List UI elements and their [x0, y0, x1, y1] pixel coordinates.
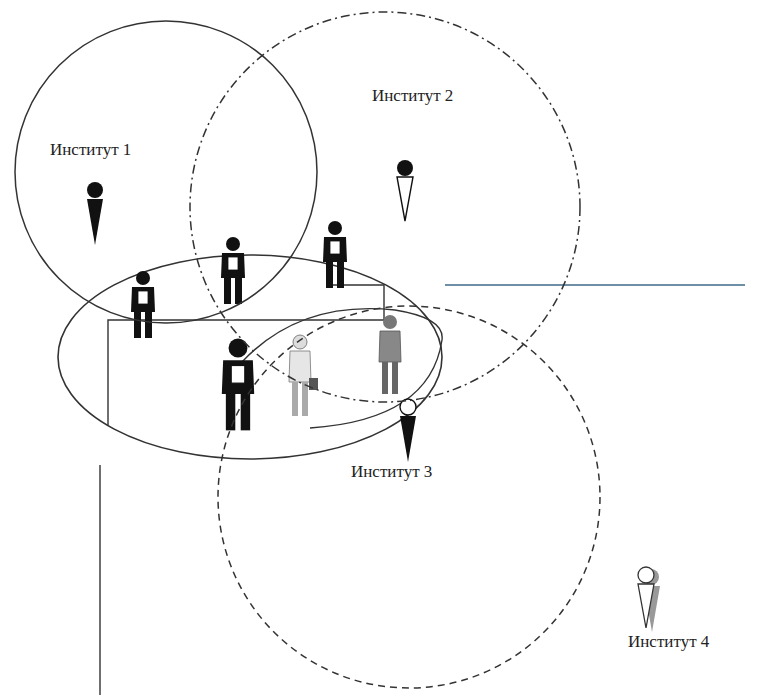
- pin-icon: [638, 567, 660, 632]
- vertical-line: [99, 465, 100, 695]
- institute-label: Институт 1: [50, 140, 131, 160]
- pin-icon: [87, 182, 103, 245]
- group-ellipse: [58, 255, 442, 459]
- institute-circle: Институт 1: [14, 20, 318, 324]
- inner-arc: [242, 309, 442, 428]
- circle-outline: [189, 11, 581, 403]
- institute-circle: Институт 3: [217, 305, 601, 689]
- person-figure: [222, 339, 254, 431]
- pin-icon: [397, 160, 413, 221]
- horizontal-line: [445, 284, 745, 285]
- pin-icon: [400, 399, 416, 462]
- label-holder: Институт 4: [628, 632, 709, 652]
- person-figure: [221, 237, 245, 304]
- institute-circle: Институт 2: [189, 11, 581, 403]
- person-figure-light: [289, 335, 318, 416]
- institute-label: Институт 3: [351, 462, 432, 482]
- circle-outline: [217, 305, 601, 689]
- person-figure-grey: [379, 315, 401, 394]
- institute-label: Институт 2: [372, 86, 453, 106]
- person-figure: [131, 271, 155, 338]
- institute-label: Институт 4: [628, 632, 709, 652]
- circle-outline: [14, 20, 318, 324]
- person-figure: [323, 221, 347, 288]
